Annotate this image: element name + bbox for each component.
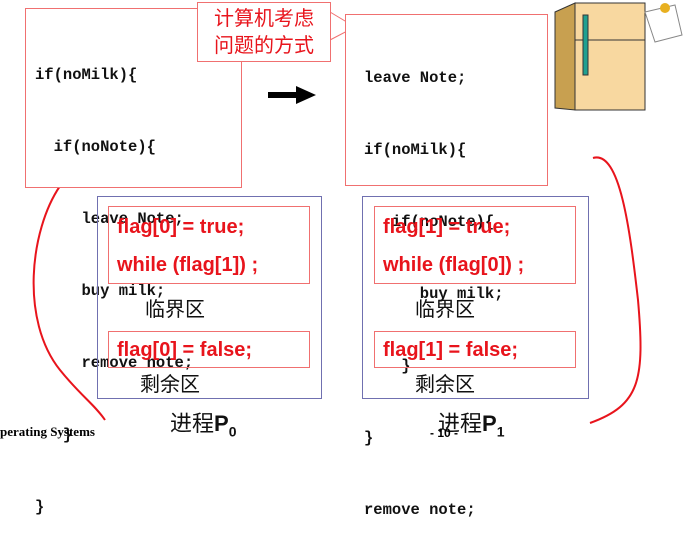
footer-course-title: perating Systems	[0, 424, 95, 439]
pinned-note-icon	[644, 3, 683, 43]
process-label-text: 进程	[438, 411, 483, 436]
remainder-section-label: 剩余区	[415, 374, 475, 396]
callout-line: 问题的方式	[214, 35, 314, 57]
code-line: if(noNote){	[35, 138, 156, 156]
code-line: if(noNote){	[364, 213, 495, 231]
p0-entry-section: flag[0] = true; while (flag[1]) ;	[108, 206, 310, 284]
code-line: }	[35, 426, 73, 444]
process-name: P	[214, 411, 229, 436]
p1-exit-section: flag[1] = false;	[374, 331, 576, 368]
page-number: - 10 -	[430, 426, 459, 440]
process-p1-box	[362, 196, 589, 399]
process-p0-box	[97, 196, 322, 399]
remainder-section-label: 剩余区	[140, 374, 200, 396]
code-line: }	[364, 429, 374, 447]
red-ink-stroke-left	[32, 185, 106, 421]
code-line: flag[0] = true;	[117, 216, 245, 238]
process-subscript: 1	[496, 423, 505, 440]
code-line: remove note;	[364, 501, 476, 519]
process-p1-label: 进程P1	[438, 406, 505, 439]
arrow-right-icon	[268, 86, 316, 104]
annotation-layer	[32, 2, 683, 424]
code-line: while (flag[0]) ;	[383, 254, 525, 276]
code-line: leave Note;	[364, 69, 467, 87]
p0-exit-section: flag[0] = false;	[108, 331, 310, 368]
code-line: buy milk;	[35, 282, 166, 300]
code-line: if(noMilk){	[364, 141, 467, 159]
code-line: leave Note;	[35, 210, 184, 228]
code-line: }	[35, 498, 45, 516]
callout-box: 计算机考虑 问题的方式	[197, 2, 331, 62]
process-subscript: 0	[228, 423, 237, 440]
code-line: buy milk;	[364, 285, 504, 303]
code-line: }	[364, 357, 411, 375]
code-line: if(noMilk){	[35, 66, 138, 84]
red-ink-stroke-right	[589, 156, 642, 424]
fridge-icon	[554, 2, 646, 111]
critical-section-label: 临界区	[145, 299, 205, 321]
code-line: flag[1] = true;	[383, 216, 511, 238]
process-name: P	[482, 411, 497, 436]
process-p0-label: 进程P0	[170, 406, 237, 439]
critical-section-label: 临界区	[415, 299, 475, 321]
callout-line: 计算机考虑	[214, 8, 314, 30]
process-label-text: 进程	[170, 411, 215, 436]
code-line: while (flag[1]) ;	[117, 254, 259, 276]
p1-entry-section: flag[1] = true; while (flag[0]) ;	[374, 206, 576, 284]
code-box-computer: leave Note; if(noMilk){ if(noNote){ buy …	[345, 14, 548, 519]
